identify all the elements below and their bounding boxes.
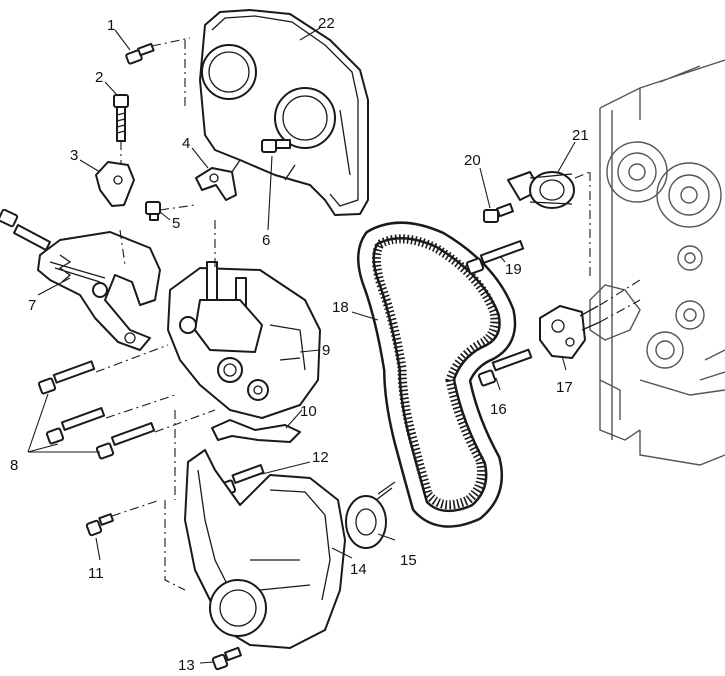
callout-16: 16 [490,401,507,418]
leader-lines [27,27,576,664]
callout-22: 22 [318,15,335,32]
bolt-11 [85,499,161,537]
callout-15: 15 [400,552,417,569]
crank-pulley-15 [345,481,396,549]
callout-4: 4 [182,135,190,152]
callout-8: 8 [10,457,18,474]
bolt-2 [113,94,129,170]
callout-20: 20 [464,152,481,169]
callout-5: 5 [172,215,180,232]
lower-timing-cover [184,449,346,649]
bolts-8 [37,344,216,460]
tensioner-17 [539,279,641,359]
callout-labels: 1 2 3 4 5 6 7 8 9 10 11 12 13 14 15 16 1… [10,15,589,674]
callout-9: 9 [322,342,330,359]
callout-21: 21 [572,127,589,144]
timing-belt-18 [357,221,517,528]
callout-6: 6 [262,232,270,249]
callout-1: 1 [107,17,115,34]
callout-11: 11 [88,565,104,582]
alignment-lines [119,40,216,591]
callout-7: 7 [28,297,36,314]
callout-2: 2 [95,69,103,86]
bolt-1 [125,37,191,65]
callout-3: 3 [70,147,78,164]
idler-pulley-21 [507,171,591,280]
engine-mount-bracket-9 [167,261,321,419]
sensor-4 [195,159,241,201]
callout-18: 18 [332,299,349,316]
callout-19: 19 [505,261,522,278]
bolt-13 [211,646,242,671]
engine-block [589,59,725,466]
bolt-20 [483,202,514,223]
callout-13: 13 [178,657,195,674]
bracket-3 [95,161,135,207]
callout-12: 12 [312,449,329,466]
upper-timing-cover [199,9,369,216]
bolt-19 [465,240,525,275]
callout-17: 17 [556,379,573,396]
bolt-5 [145,201,161,221]
callout-10: 10 [300,403,317,420]
tensioner-bracket-7 [0,208,161,351]
callout-14: 14 [350,561,367,578]
bolt-6 [261,139,291,153]
seal-strip-10 [211,419,301,443]
bolt-16 [477,348,533,387]
